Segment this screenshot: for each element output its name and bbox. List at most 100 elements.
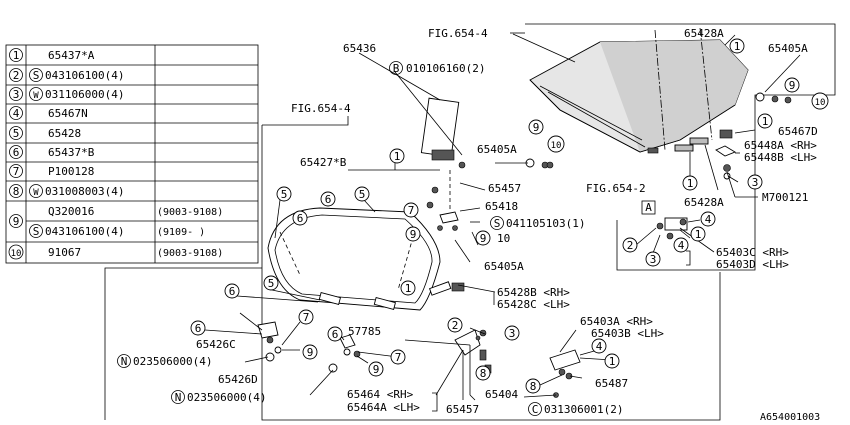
label-65403d: 65403D <LH>: [716, 258, 789, 271]
svg-text:1: 1: [734, 40, 741, 53]
svg-text:6: 6: [332, 328, 339, 341]
svg-text:7: 7: [395, 351, 402, 364]
callout-3: 3: [504, 325, 520, 341]
callout-7: 7: [298, 309, 314, 325]
label-nut1-code: 023506000(4): [133, 355, 212, 368]
svg-text:3: 3: [509, 327, 516, 340]
label-box-a: A: [645, 201, 652, 214]
label-nut1-prefix: N: [121, 355, 128, 368]
legend-prefix: W: [33, 188, 39, 198]
callout-1: 1: [690, 226, 706, 242]
label-fig-654-4-left: FIG.654-4: [291, 102, 351, 115]
legend-code: 91067: [48, 246, 81, 259]
callout-1: 1: [400, 280, 416, 296]
svg-text:4: 4: [596, 340, 603, 353]
legend-num: 3: [13, 88, 20, 101]
bracket-65464: [432, 250, 691, 412]
svg-text:1: 1: [687, 177, 694, 190]
callout-8: 8: [475, 365, 491, 381]
callout-6: 6: [292, 210, 308, 226]
svg-text:1: 1: [762, 115, 769, 128]
label-65448a: 65448A <RH>: [744, 139, 817, 152]
svg-text:9: 9: [789, 79, 796, 92]
legend-prefix: S: [33, 69, 40, 82]
svg-text:4: 4: [678, 239, 685, 252]
callout-4: 4: [700, 211, 716, 227]
legend-code: 031106000(4): [45, 88, 124, 101]
label-65427b: 65427*B: [300, 156, 347, 169]
callout-2: 2: [447, 317, 463, 333]
svg-text:7: 7: [303, 311, 310, 324]
label-bolt-prefix: B: [393, 62, 400, 75]
parts-legend-table: 1 65437*A 2 S 043106100(4) 3 W 031106000…: [5, 44, 259, 264]
svg-text:10: 10: [815, 98, 826, 108]
svg-text:9: 9: [480, 232, 487, 245]
svg-text:3: 3: [752, 176, 759, 189]
callout-1: 1: [604, 353, 620, 369]
small-hardware: [525, 92, 792, 180]
callout-6: 6: [224, 283, 240, 299]
lower-parts: [257, 281, 581, 400]
label-65428c: 65428C <LH>: [497, 298, 570, 311]
callout-10: 10: [811, 92, 829, 110]
callout-9: 9: [528, 119, 544, 135]
legend-code: 65437*B: [48, 146, 95, 159]
label-65464a: 65464A <LH>: [347, 401, 420, 414]
legend-code: P100128: [48, 165, 94, 178]
svg-text:1: 1: [695, 228, 702, 241]
callout-bubbles: 1 9 10 1 3 1 4 1 4 2 3 9 10 1 7 9 9 5 6 …: [190, 38, 829, 394]
legend-row-5: 5 65428: [9, 126, 81, 140]
legend-num: 8: [13, 185, 20, 198]
svg-text:5: 5: [268, 277, 275, 290]
label-65436: 65436: [343, 42, 376, 55]
callout-1: 1: [682, 175, 698, 191]
legend-row-6: 6 65437*B: [9, 145, 95, 159]
label-fig-654-2: FIG.654-2: [586, 182, 646, 195]
legend-range: (9003-9108): [157, 248, 223, 259]
legend-row-2: 2 S 043106100(4): [9, 68, 124, 82]
label-nut2-code: 023506000(4): [187, 391, 266, 404]
legend-num: 2: [13, 69, 20, 82]
legend-row-7: 7 P100128: [9, 164, 94, 178]
callout-2: 2: [622, 237, 638, 253]
label-65418: 65418: [485, 200, 518, 213]
legend-code: 043106100(4): [45, 69, 124, 82]
callout-7: 7: [403, 202, 419, 218]
legend-code: 031008003(4): [45, 185, 124, 198]
label-callout-10-text: 10: [497, 232, 510, 245]
legend-num: 1: [13, 49, 20, 62]
label-nut2-prefix: N: [175, 391, 182, 404]
label-bolt-code: 010106160(2): [406, 62, 485, 75]
legend-num: 7: [13, 165, 20, 178]
svg-text:5: 5: [281, 188, 288, 201]
legend-row-9: 9 Q320016 (9003-9108) S 043106100(4) (91…: [9, 205, 223, 238]
label-fig-654-4-top: FIG.654-4: [428, 27, 488, 40]
callout-6: 6: [320, 191, 336, 207]
svg-text:6: 6: [325, 193, 332, 206]
callout-3: 3: [747, 174, 763, 190]
svg-text:7: 7: [408, 204, 415, 217]
legend-code: Q320016: [48, 205, 94, 218]
callout-3: 3: [645, 251, 661, 267]
callout-5: 5: [354, 186, 370, 202]
svg-text:1: 1: [394, 150, 401, 163]
callout-5: 5: [263, 275, 279, 291]
label-65403c: 65403C <RH>: [716, 246, 789, 259]
callout-4: 4: [673, 237, 689, 253]
label-65448b: 65448B <LH>: [744, 151, 817, 164]
callout-1: 1: [757, 113, 773, 129]
callout-8: 8: [525, 378, 541, 394]
part-labels: FIG.654-4 65428A 65405A 65436 B 01010616…: [117, 27, 820, 423]
callout-6: 6: [190, 320, 206, 336]
label-65428b: 65428B <RH>: [497, 286, 570, 299]
label-clip-code: 031306001(2): [544, 403, 623, 416]
callout-9: 9: [405, 226, 421, 242]
svg-text:9: 9: [533, 121, 540, 134]
svg-text:4: 4: [705, 213, 712, 226]
label-screw-prefix: S: [494, 217, 501, 230]
svg-text:9: 9: [373, 363, 380, 376]
callout-1: 1: [389, 148, 405, 164]
legend-prefix: S: [33, 225, 40, 238]
label-57785: 57785: [348, 325, 381, 338]
